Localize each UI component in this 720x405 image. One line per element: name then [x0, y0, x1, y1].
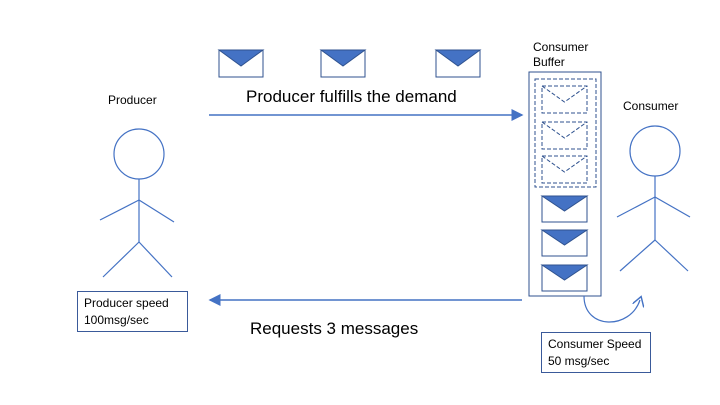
request-label: Requests 3 messages — [250, 319, 419, 338]
producer-speed-line: 100msg/sec — [84, 313, 149, 327]
consume-curve-arrow — [583, 296, 640, 323]
consumer-figure — [616, 125, 691, 272]
consumer-speed-line: 50 msg/sec — [548, 354, 610, 368]
filled-slot-envelope-icon — [540, 229, 589, 257]
consumer-buffer-label: Consumer Buffer — [533, 40, 588, 70]
filled-slot-envelope-icon — [540, 195, 589, 223]
fulfill-label: Producer fulfills the demand — [246, 87, 457, 106]
envelope-icon — [217, 49, 265, 78]
producer-speed-box: Producer speed 100msg/sec — [77, 291, 188, 332]
consumer-speed-line: Consumer Speed — [548, 337, 642, 351]
empty-slot-envelope-icon — [541, 85, 588, 114]
envelope-icon — [434, 49, 482, 78]
consumer-buffer-label-line: Buffer — [533, 55, 565, 69]
empty-slot-envelope-icon — [541, 155, 588, 184]
filled-slot-envelope-icon — [540, 264, 589, 292]
producer-label: Producer — [108, 93, 157, 107]
consumer-speed-box: Consumer Speed 50 msg/sec — [541, 332, 651, 373]
consumer-buffer-label-line: Consumer — [533, 40, 589, 54]
producer-speed-line: Producer speed — [84, 296, 169, 310]
empty-slot-envelope-icon — [541, 121, 588, 150]
consumer-label: Consumer — [623, 99, 679, 113]
empty-slots-group — [534, 78, 597, 188]
envelope-icon — [319, 49, 367, 78]
producer-figure — [99, 128, 175, 278]
